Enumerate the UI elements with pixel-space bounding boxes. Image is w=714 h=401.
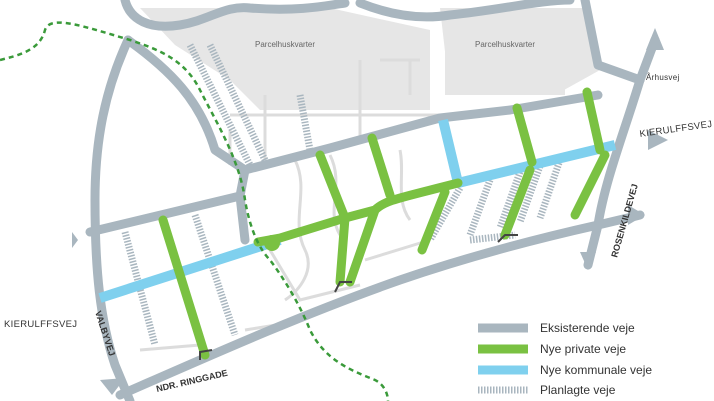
private-road-spur-7 [500, 165, 535, 240]
parcel-block-west [140, 8, 430, 110]
existing-roads [85, 0, 660, 401]
private-road-spur-west [158, 215, 210, 360]
road-upper-east-west [240, 90, 603, 175]
green-path [0, 21, 390, 401]
legend-label-municipal: Nye kommunale veje [540, 363, 652, 377]
street-label-valbyvej: VALBYVEJ [93, 310, 117, 358]
municipal-roads [98, 118, 617, 303]
legend-item-existing: Eksisterende veje [478, 321, 635, 335]
legend-label-planned: Planlagte veje [540, 383, 616, 397]
street-label-kierulffsvej-east: KIERULFFSVEJ [639, 119, 713, 140]
road-north-east [355, 0, 575, 22]
built-areas [140, 8, 600, 110]
private-road-spur-5 [512, 103, 537, 167]
municipal-road-west [98, 235, 282, 303]
road-ndr-ringgade [115, 210, 645, 400]
legend-item-planned: Planlagte veje [478, 383, 616, 397]
street-label-arhusvej: Århusvej [646, 73, 680, 82]
private-road-spur-6 [582, 87, 605, 155]
road-right-vertical [580, 0, 645, 85]
private-road-spur-2 [367, 133, 395, 200]
private-road-spur-8 [570, 150, 610, 220]
road-west-lower [235, 191, 250, 245]
area-label-west: Parcelhuskvarter [255, 40, 315, 49]
junction-marks [199, 234, 518, 360]
municipal-road-east [456, 140, 617, 188]
private-road-spur-4 [417, 187, 450, 255]
private-road-spur-3 [345, 205, 380, 287]
road-north-curve [120, 0, 350, 31]
private-road-spur-1 [315, 150, 350, 287]
road-inner-loop [123, 35, 250, 175]
private-road-main [253, 178, 463, 247]
legend-label-existing: Eksisterende veje [540, 321, 635, 335]
legend-item-municipal: Nye kommunale veje [478, 363, 652, 377]
road-valbyvej [90, 35, 135, 401]
road-rosenkildevej [583, 75, 645, 270]
street-label-kierulffsvej-west: KIERULFFSVEJ [4, 319, 77, 330]
legend-item-private: Nye private veje [478, 342, 626, 356]
roundabout [264, 235, 280, 251]
legend-label-private: Nye private veje [540, 342, 626, 356]
area-label-east: Parcelhuskvarter [475, 40, 535, 49]
legend: Eksisterende veje Nye private veje Nye k… [478, 321, 652, 397]
municipal-road-center [438, 118, 463, 185]
planned-roads [121, 43, 564, 346]
parcel-block-east-lower [445, 50, 565, 95]
road-arrows [72, 28, 668, 395]
private-roads [158, 87, 610, 360]
